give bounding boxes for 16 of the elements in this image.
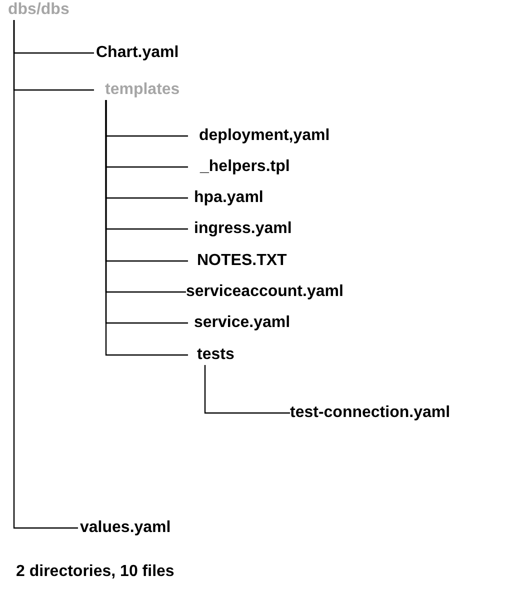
file-name: Chart.yaml <box>94 43 179 63</box>
tree-connector <box>13 20 78 529</box>
file-name: test-connection.yaml <box>290 403 450 423</box>
file-name: hpa.yaml <box>188 188 264 208</box>
file-name: service.yaml <box>188 313 290 333</box>
file-name: NOTES.TXT <box>188 251 287 271</box>
file-name: tests <box>188 345 234 365</box>
file-name: serviceaccount.yaml <box>186 282 344 302</box>
file-name: ingress.yaml <box>188 219 292 239</box>
tree-connector <box>204 365 290 414</box>
folder-name: dbs/dbs <box>8 0 70 20</box>
file-name: deployment,yaml <box>188 126 330 146</box>
caption: 2 directories, 10 files <box>16 562 174 582</box>
file-name: values.yaml <box>78 518 171 538</box>
folder-name: templates <box>94 80 180 100</box>
file-name: _helpers.tpl <box>188 157 290 177</box>
